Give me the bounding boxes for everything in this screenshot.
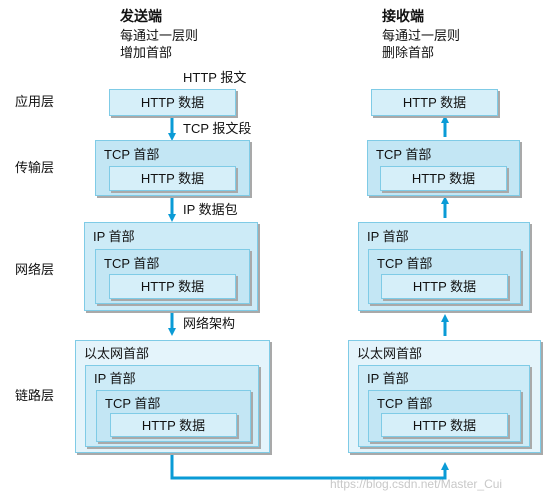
sender-network-packet: IP 首部 TCP 首部 HTTP 数据 — [84, 222, 258, 311]
ethernet-header-text: 以太网首部 — [84, 346, 150, 361]
receiver-link-ip: IP 首部 TCP 首部 HTTP 数据 — [358, 365, 530, 447]
receiver-title: 接收端 — [382, 8, 424, 24]
receiver-network-tcp: TCP 首部 HTTP 数据 — [368, 249, 521, 304]
receiver-transport-segment: TCP 首部 HTTP 数据 — [367, 140, 520, 196]
sender-transport-http-data: HTTP 数据 — [109, 166, 236, 191]
label-http-message: HTTP 报文 — [183, 70, 247, 85]
tcp-header-text: TCP 首部 — [377, 256, 433, 271]
ip-header-text: IP 首部 — [93, 229, 135, 244]
receiver-network-packet: IP 首部 TCP 首部 HTTP 数据 — [358, 222, 530, 311]
receiver-desc-line2: 删除首部 — [382, 45, 435, 60]
layer-label-network: 网络层 — [15, 262, 55, 277]
http-data-text: HTTP 数据 — [141, 418, 206, 433]
tcp-header-text: TCP 首部 — [105, 396, 161, 411]
layer-label-link: 链路层 — [15, 388, 55, 403]
ethernet-header-text: 以太网首部 — [357, 346, 423, 361]
label-ip-packet: IP 数据包 — [183, 202, 238, 217]
sender-app-http-data: HTTP 数据 — [109, 89, 236, 116]
sender-desc-line1: 每通过一层则 — [120, 28, 199, 43]
layer-label-application: 应用层 — [15, 94, 55, 109]
ip-header-text: IP 首部 — [94, 371, 136, 386]
http-data-text: HTTP 数据 — [402, 95, 467, 110]
tcp-header-text: TCP 首部 — [104, 256, 160, 271]
sender-title: 发送端 — [120, 8, 162, 24]
layer-label-transport: 传输层 — [15, 160, 55, 175]
sender-link-http-data: HTTP 数据 — [110, 413, 237, 437]
sender-network-tcp: TCP 首部 HTTP 数据 — [95, 249, 250, 304]
watermark-text: https://blog.csdn.net/Master_Cui — [330, 477, 503, 491]
sender-network-http-data: HTTP 数据 — [109, 274, 236, 299]
sender-link-tcp: TCP 首部 HTTP 数据 — [96, 390, 251, 442]
sender-link-frame: 以太网首部 IP 首部 TCP 首部 HTTP 数据 — [75, 340, 270, 453]
receiver-link-http-data: HTTP 数据 — [381, 413, 508, 437]
tcp-header-text: TCP 首部 — [104, 147, 160, 162]
http-data-text: HTTP 数据 — [140, 171, 205, 186]
http-data-text: HTTP 数据 — [140, 95, 205, 110]
receiver-app-http-data: HTTP 数据 — [371, 89, 498, 116]
tcp-header-text: TCP 首部 — [377, 396, 433, 411]
label-frame: 网络架构 — [183, 316, 236, 331]
receiver-transport-http-data: HTTP 数据 — [380, 166, 507, 191]
receiver-network-http-data: HTTP 数据 — [381, 274, 508, 299]
http-data-text: HTTP 数据 — [411, 171, 476, 186]
receiver-link-frame: 以太网首部 IP 首部 TCP 首部 HTTP 数据 — [348, 340, 541, 453]
label-tcp-segment: TCP 报文段 — [183, 121, 252, 136]
sender-link-ip: IP 首部 TCP 首部 HTTP 数据 — [85, 365, 259, 447]
link-connection-line — [170, 450, 449, 480]
ip-header-text: IP 首部 — [367, 229, 409, 244]
receiver-desc-line1: 每通过一层则 — [382, 28, 461, 43]
sender-desc-line2: 增加首部 — [120, 45, 173, 60]
sender-transport-segment: TCP 首部 HTTP 数据 — [95, 140, 250, 196]
ip-header-text: IP 首部 — [367, 371, 409, 386]
http-data-text: HTTP 数据 — [412, 418, 477, 433]
http-data-text: HTTP 数据 — [140, 279, 205, 294]
receiver-link-tcp: TCP 首部 HTTP 数据 — [368, 390, 521, 442]
http-data-text: HTTP 数据 — [412, 279, 477, 294]
tcp-header-text: TCP 首部 — [376, 147, 432, 162]
